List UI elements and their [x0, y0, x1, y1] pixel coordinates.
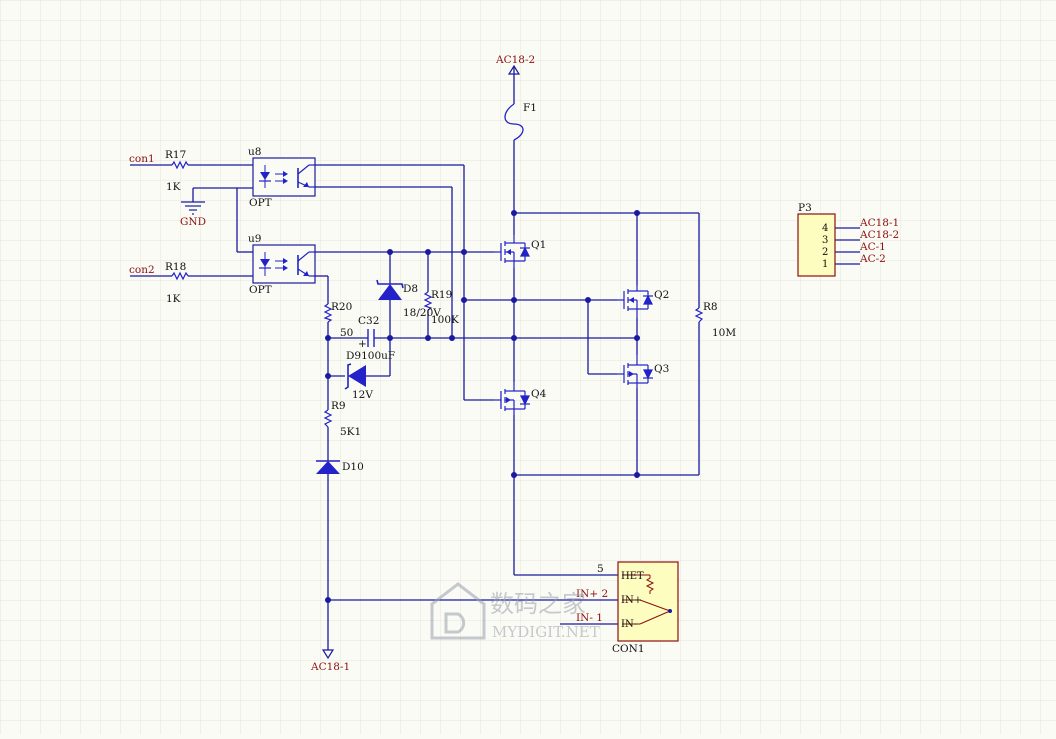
diode-d10[interactable]	[316, 460, 340, 474]
net-label-con1: con1	[129, 153, 155, 165]
label-u8-type: OPT	[249, 197, 272, 209]
label-r20: R20	[331, 301, 352, 313]
junction-dot	[461, 249, 467, 255]
junction-dot	[425, 335, 431, 341]
label-u9-type: OPT	[249, 284, 272, 296]
label-r8-value: 10M	[712, 327, 736, 339]
junction-dot	[325, 597, 331, 603]
junction-dots	[325, 210, 640, 603]
label-r9: R9	[331, 400, 346, 412]
label-q2: Q2	[654, 289, 669, 301]
label-power-ac18-1: AC18-1	[310, 661, 350, 673]
label-d8: D8	[403, 283, 418, 295]
junction-dot	[585, 297, 591, 303]
power-port-ac18-1[interactable]	[321, 649, 335, 660]
label-c32-polarity: +	[358, 338, 367, 350]
connector-con1[interactable]	[617, 561, 679, 642]
mosfet-q3[interactable]	[617, 355, 653, 388]
watermark: 数码之家 MYDIGIT.NET	[430, 582, 600, 641]
junction-dot	[511, 472, 517, 478]
label-p3: P3	[798, 202, 812, 214]
label-r8: R8	[703, 301, 718, 313]
label-p3-net: AC-2	[859, 253, 886, 265]
junction-dot	[387, 249, 393, 255]
label-r17: R17	[165, 149, 186, 161]
label-d10: D10	[342, 461, 364, 473]
ground-symbol[interactable]	[181, 201, 205, 215]
label-con1-pin2: IN+ 2	[576, 588, 608, 600]
junction-dot	[511, 210, 517, 216]
label-r18-value: 1K	[166, 293, 181, 305]
capacitor-c32[interactable]	[367, 329, 375, 347]
junction-dot	[634, 335, 640, 341]
label-q3: Q3	[654, 363, 669, 375]
watermark-text: 数码之家	[490, 590, 586, 618]
label-con1-pin1: IN- 1	[576, 612, 603, 624]
label-p3-pin: 1	[822, 259, 828, 270]
label-r19-value: 100K	[431, 314, 459, 326]
zener-diode-d9[interactable]	[344, 363, 366, 390]
optocoupler-u9[interactable]	[252, 244, 316, 284]
label-p3-net: AC18-2	[859, 229, 899, 241]
label-u8: u8	[248, 146, 261, 158]
resistor-r20[interactable]	[323, 303, 333, 323]
zener-diode-d8[interactable]	[376, 279, 404, 300]
label-p3-net: AC-1	[859, 241, 886, 253]
label-c32: C32	[358, 315, 379, 327]
mosfet-q1[interactable]	[494, 235, 530, 268]
junction-dot	[425, 249, 431, 255]
junction-dot	[325, 373, 331, 379]
label-power-ac18-2: AC18-2	[495, 54, 535, 66]
label-d9-c32-value: D9100uF	[346, 350, 395, 362]
label-p3-pin: 2	[822, 247, 828, 258]
label-q4: Q4	[531, 388, 547, 400]
resistor-r8[interactable]	[694, 307, 704, 323]
resistor-r17[interactable]	[171, 160, 189, 170]
label-r18: R18	[165, 261, 186, 273]
junction-dot	[387, 335, 393, 341]
junction-dot	[461, 297, 467, 303]
junction-dot	[634, 210, 640, 216]
label-con1: CON1	[612, 643, 645, 655]
label-c32-value: 50	[340, 327, 353, 339]
wires	[130, 66, 860, 650]
resistor-r19[interactable]	[423, 291, 433, 311]
mosfet-q4[interactable]	[494, 382, 530, 415]
fuse-f1[interactable]	[504, 103, 524, 141]
label-con1-pin5: 5	[597, 563, 604, 575]
junction-dot	[325, 335, 331, 341]
power-port-ac18-2[interactable]	[507, 64, 521, 75]
label-p3-pin: 4	[822, 223, 828, 234]
label-r19: R19	[431, 289, 452, 301]
label-f1: F1	[523, 102, 537, 114]
label-p3-pin: 3	[822, 235, 828, 246]
resistor-r18[interactable]	[171, 271, 189, 281]
watermark-logo-icon	[430, 582, 486, 640]
label-u9: u9	[248, 233, 261, 245]
connector-p3[interactable]	[797, 213, 836, 277]
label-con1-in-minus: IN-	[621, 619, 637, 630]
junction-dot	[511, 335, 517, 341]
resistor-r9[interactable]	[323, 409, 333, 428]
label-con1-in-plus: IN+	[621, 595, 642, 606]
label-q1: Q1	[531, 239, 546, 251]
label-d9-value: 12V	[352, 389, 373, 401]
junction-dot	[634, 472, 640, 478]
watermark-subtext: MYDIGIT.NET	[492, 623, 600, 641]
mosfet-q2[interactable]	[617, 285, 653, 318]
label-p3-net: AC18-1	[859, 217, 899, 229]
label-con1-het: HET	[621, 571, 644, 582]
optocoupler-u8[interactable]	[252, 157, 316, 197]
label-r17-value: 1K	[166, 181, 181, 193]
label-r9-value: 5K1	[340, 426, 361, 438]
label-d8-value: 18/20V	[403, 307, 441, 319]
junction-dot	[511, 297, 517, 303]
junction-dot	[449, 335, 455, 341]
net-label-con2: con2	[129, 264, 155, 276]
label-gnd: GND	[180, 216, 206, 228]
